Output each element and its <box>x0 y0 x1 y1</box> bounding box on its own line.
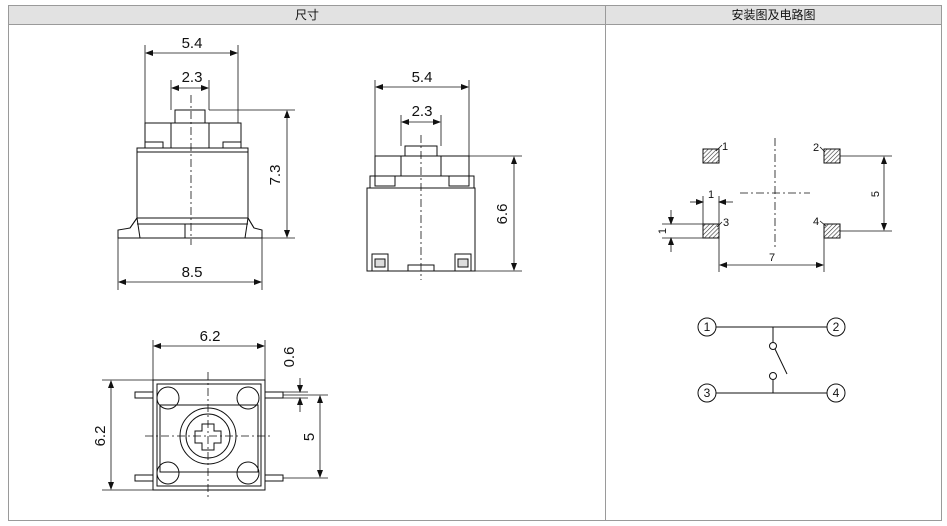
top-width-label: 6.2 <box>200 328 221 345</box>
install-panel <box>605 25 942 521</box>
terminal-4-label: 4 <box>833 386 840 400</box>
top-pin-pitch-label: 5 <box>301 433 318 441</box>
pad-4 <box>823 223 841 239</box>
circuit-diagram <box>697 317 846 403</box>
dimensions-header: 尺寸 <box>8 5 606 25</box>
top-pad-width-label: 0.6 <box>281 347 298 368</box>
pad-1 <box>702 148 720 164</box>
side-view-1 <box>117 45 295 290</box>
pcb-pad-size-x-label: 1 <box>708 189 714 201</box>
pad-3 <box>702 223 720 239</box>
top-height-label: 6.2 <box>92 426 109 447</box>
side1-height-label: 7.3 <box>267 165 284 186</box>
terminal-1-label: 1 <box>704 320 711 334</box>
side-view-2 <box>366 80 522 280</box>
pcb-pad-size-y-label: 1 <box>657 228 669 234</box>
side2-top-width-label: 5.4 <box>412 69 433 86</box>
pad-2-label: 2 <box>813 142 819 154</box>
pcb-layout <box>662 138 892 272</box>
install-header: 安装图及电路图 <box>605 5 942 25</box>
side1-stem-width-label: 2.3 <box>182 69 203 86</box>
terminal-2-label: 2 <box>833 320 840 334</box>
side1-base-width-label: 8.5 <box>182 264 203 281</box>
pad-3-label: 3 <box>723 217 729 229</box>
side1-top-width-label: 5.4 <box>182 35 203 52</box>
side2-stem-width-label: 2.3 <box>412 103 433 120</box>
side2-height-label: 6.6 <box>494 204 511 225</box>
pad-1-label: 1 <box>722 141 728 153</box>
pcb-vertical-pitch-label: 5 <box>870 191 882 197</box>
pad-4-label: 4 <box>813 216 819 228</box>
pcb-horizontal-pitch-label: 7 <box>769 252 775 264</box>
terminal-3-label: 3 <box>704 386 711 400</box>
pad-2 <box>823 148 841 164</box>
top-view <box>102 340 328 500</box>
